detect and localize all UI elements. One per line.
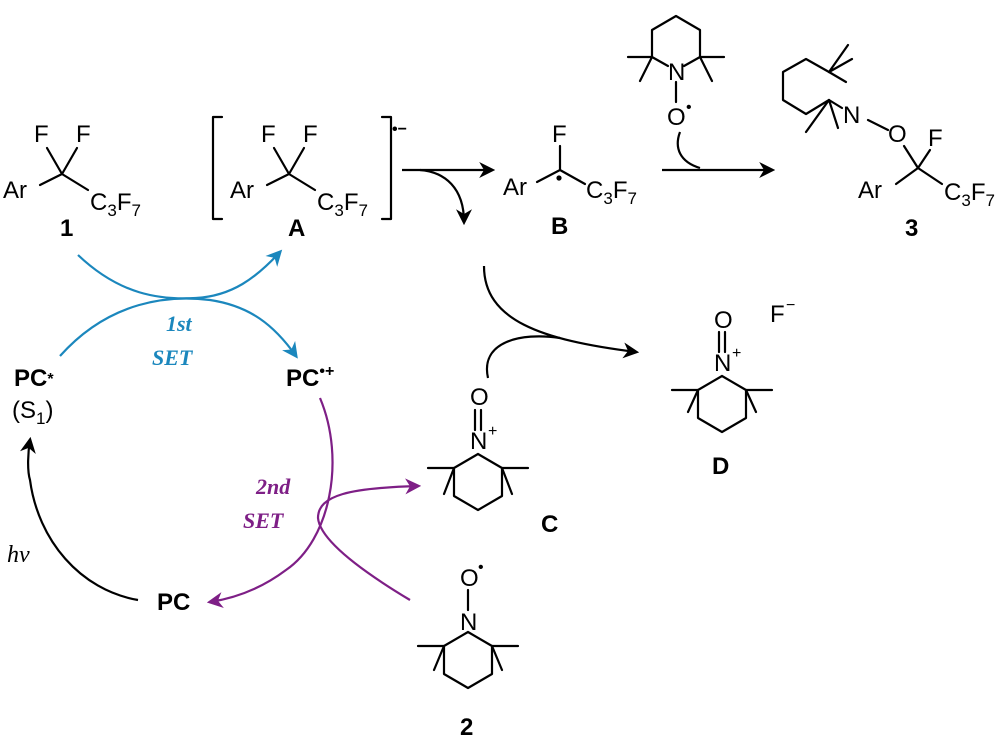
radical-dot: • [478,559,484,576]
fluoride-release-arrow [419,168,472,226]
tempo-trap-reagent: N O • [626,14,726,131]
fluorine-label: F [76,121,91,148]
second-set-label: SET [243,508,285,533]
positive-charge: + [732,345,741,362]
perfluoropropyl-label: C3F7 [586,177,637,208]
first-set-label: SET [152,345,194,370]
compound-1: F F Ar C3F7 1 [3,121,141,242]
first-set-label: 1st [166,311,193,336]
tempo-2: O • N 2 [416,559,520,738]
nitrogen-label: N [843,102,860,129]
oxygen-label: O [888,121,907,148]
second-set-catalyst-arrow [206,397,334,608]
fluorine-label: F [303,121,318,148]
second-set-tempo-arrow [316,478,422,601]
nitrogen-label: N [460,609,477,636]
positive-charge: + [488,423,497,440]
photocatalyst-radical-cation-label: PC•+ [286,363,334,392]
perfluoropropyl-label: C3F7 [90,189,141,220]
oxoammonium-C: O N + C [426,384,558,538]
light-irradiation-label: hν [7,542,30,568]
aryl-label: Ar [503,174,527,201]
fluorine-label: F [261,121,276,148]
compound-label-B: B [551,213,568,240]
compound-number-2: 2 [460,714,473,738]
fluorine-label: F [928,125,943,152]
radical-dot: • [686,99,692,116]
nitrogen-label: N [668,59,685,86]
aryl-label: Ar [230,177,254,204]
compound-label-D: D [712,453,729,480]
perfluoropropyl-label: C3F7 [317,189,368,220]
photoexcitation-arrow [20,436,139,602]
singlet-state-label: (S1) [12,397,53,428]
fluoride-counterion: F [770,301,785,328]
first-set-substrate-arrow [77,249,283,300]
ground-state-photocatalyst-label: PC [157,589,190,616]
tempo-addition-curve [676,131,701,170]
oxygen-label: O [460,565,479,592]
perfluoropropyl-label: C3F7 [944,179,995,210]
fluorine-label: F [34,121,49,148]
compound-label-A: A [288,215,305,242]
nitrogen-label: N [714,350,731,377]
oxoammonium-combination-curve [485,335,561,379]
radical-dot [556,175,562,181]
photocatalyst-cycle: PC* (S1) PC•+ PC hν 1st SET 2nd SET [7,311,334,616]
oxygen-label: O [714,307,733,334]
nitrogen-label: N [470,428,487,455]
compound-number-1: 1 [60,215,73,242]
product-3: N O F Ar C3F7 3 [781,43,995,242]
compound-label-C: C [541,511,558,538]
compound-number-3: 3 [905,215,918,242]
radical-anion-charge: •− [392,121,407,138]
fluorine-label: F [552,121,567,148]
fluoride-combination-arrow [482,265,640,359]
oxygen-label: O [667,104,686,131]
second-set-label: 2nd [255,474,291,499]
radical-anion-A: F F Ar C3F7 •− A [211,115,407,242]
aryl-label: Ar [858,177,882,204]
first-set-catalyst-arrow [59,297,298,359]
excited-photocatalyst-label: PC* [14,365,54,392]
fluoride-charge: − [786,297,795,314]
reaction-arrows [20,131,776,608]
radical-B: F Ar C3F7 B [503,121,637,240]
oxygen-label: O [470,384,489,411]
oxoammonium-fluoride-D: O N + F − D [670,297,795,480]
aryl-label: Ar [3,177,27,204]
